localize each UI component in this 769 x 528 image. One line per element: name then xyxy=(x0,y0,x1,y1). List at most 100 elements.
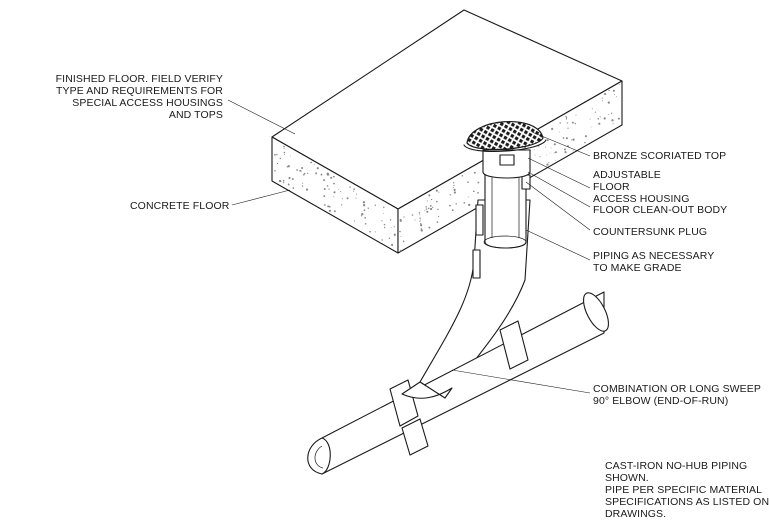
aggregate-speck xyxy=(574,122,577,125)
leader-concrete-floor xyxy=(231,189,291,206)
aggregate-speck xyxy=(363,209,366,212)
pipe-clamp xyxy=(499,320,529,370)
aggregate-speck xyxy=(353,188,356,190)
aggregate-speck xyxy=(426,210,429,213)
aggregate-speck xyxy=(533,148,535,150)
aggregate-speck xyxy=(403,216,405,218)
aggregate-speck xyxy=(323,188,326,190)
label-bronze-top: BRONZE SCORIATED TOP xyxy=(593,150,727,162)
aggregate-speck xyxy=(333,191,336,194)
aggregate-speck xyxy=(565,118,568,120)
label-cleanout-body: FLOOR CLEAN-OUT BODY xyxy=(593,204,728,216)
aggregate-speck xyxy=(591,108,593,110)
aggregate-speck xyxy=(283,151,286,154)
aggregate-speck xyxy=(467,181,469,184)
aggregate-speck xyxy=(286,166,289,168)
aggregate-speck xyxy=(608,113,610,115)
aggregate-speck xyxy=(383,223,386,226)
aggregate-speck xyxy=(349,186,351,188)
aggregate-speck xyxy=(584,135,587,138)
aggregate-speck xyxy=(419,214,421,216)
aggregate-speck xyxy=(453,188,456,192)
aggregate-speck xyxy=(323,179,326,182)
aggregate-speck xyxy=(455,203,457,205)
aggregate-speck xyxy=(315,172,318,175)
aggregate-speck xyxy=(274,154,276,156)
aggregate-speck xyxy=(565,115,567,118)
aggregate-speck xyxy=(546,139,549,142)
aggregate-speck xyxy=(326,185,329,187)
bronze-scoriated-top xyxy=(466,120,544,151)
aggregate-speck xyxy=(364,217,367,219)
general-note: CAST-IRON NO-HUB PIPING SHOWN. PIPE PER … xyxy=(605,460,769,520)
riser-clamp xyxy=(475,204,484,236)
aggregate-speck xyxy=(382,212,384,214)
pipe-clamp xyxy=(401,418,429,456)
aggregate-speck xyxy=(610,112,613,114)
aggregate-speck xyxy=(452,187,454,189)
aggregate-speck xyxy=(449,194,452,196)
aggregate-speck xyxy=(302,173,305,176)
aggregate-speck xyxy=(590,126,592,128)
horizontal-main-pipe xyxy=(307,291,610,475)
aggregate-speck xyxy=(310,161,312,164)
aggregate-speck xyxy=(340,204,343,206)
aggregate-speck xyxy=(278,179,282,183)
aggregate-speck xyxy=(283,153,286,155)
pipe-end-far xyxy=(582,292,610,332)
aggregate-speck xyxy=(611,119,614,122)
aggregate-speck xyxy=(276,162,279,165)
aggregate-speck xyxy=(437,208,439,211)
aggregate-speck xyxy=(328,209,332,212)
aggregate-speck xyxy=(615,96,617,98)
aggregate-speck xyxy=(390,227,392,229)
aggregate-speck xyxy=(571,139,573,141)
aggregate-speck xyxy=(287,165,290,168)
aggregate-speck xyxy=(554,160,556,162)
aggregate-speck xyxy=(436,221,439,223)
aggregate-speck xyxy=(393,233,396,236)
aggregate-speck xyxy=(354,220,356,222)
aggregate-speck xyxy=(612,123,614,125)
aggregate-speck xyxy=(393,226,395,228)
leader-finished-floor xyxy=(227,99,296,135)
aggregate-speck xyxy=(402,241,404,243)
label-adjustable-housing: ADJUSTABLE FLOOR ACCESS HOUSING xyxy=(593,169,690,205)
aggregate-speck xyxy=(279,157,282,160)
aggregate-speck xyxy=(346,197,349,200)
aggregate-speck xyxy=(603,117,606,120)
aggregate-speck xyxy=(477,181,480,184)
aggregate-speck xyxy=(303,172,306,175)
pipe-end-near xyxy=(307,437,331,475)
cleanout-assembly xyxy=(419,120,547,399)
aggregate-speck xyxy=(550,147,552,149)
aggregate-speck xyxy=(300,170,302,172)
aggregate-speck xyxy=(426,200,428,202)
aggregate-speck xyxy=(399,249,402,252)
aggregate-speck xyxy=(341,198,343,200)
aggregate-speck xyxy=(340,190,342,193)
aggregate-speck xyxy=(554,151,557,154)
aggregate-speck xyxy=(276,153,278,156)
aggregate-speck xyxy=(388,237,391,240)
aggregate-speck xyxy=(288,176,291,180)
aggregate-speck xyxy=(400,235,402,237)
aggregate-speck xyxy=(419,217,421,219)
aggregate-speck xyxy=(467,196,469,198)
aggregate-speck xyxy=(419,224,423,227)
aggregate-speck xyxy=(418,212,421,214)
leader-countersunk-plug xyxy=(525,181,591,231)
aggregate-speck xyxy=(283,145,285,148)
aggregate-speck xyxy=(559,131,560,133)
aggregate-speck xyxy=(601,97,603,99)
detail-drawing xyxy=(227,9,623,475)
label-concrete-floor: CONCRETE FLOOR xyxy=(130,200,230,212)
aggregate-speck xyxy=(564,148,566,151)
aggregate-speck xyxy=(420,229,423,232)
aggregate-speck xyxy=(566,122,568,124)
aggregate-speck xyxy=(584,141,586,144)
aggregate-speck xyxy=(399,219,402,222)
aggregate-speck xyxy=(301,185,304,187)
aggregate-speck xyxy=(283,182,285,184)
aggregate-speck xyxy=(411,214,414,216)
